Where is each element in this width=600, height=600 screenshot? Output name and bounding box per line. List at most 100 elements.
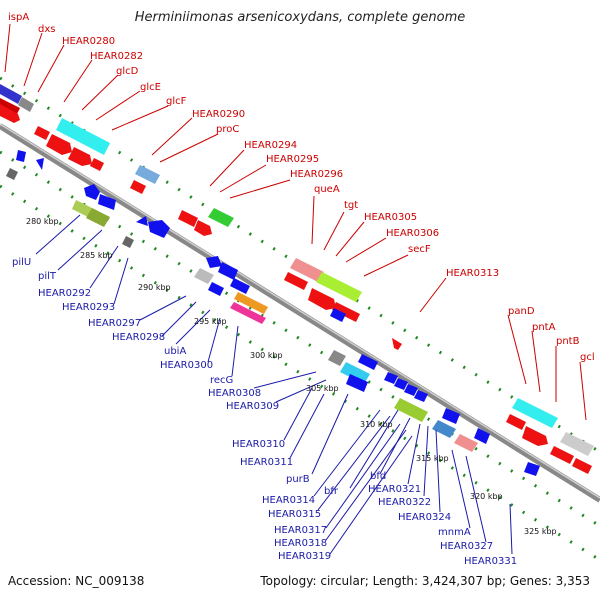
label-connector bbox=[531, 330, 541, 393]
gene-arrow-rev bbox=[230, 278, 250, 294]
gene-label: HEAR0282 bbox=[90, 51, 143, 62]
kbp-scale: 280 kbp 285 kbp 290 kbp 295 kbp 300 kbp … bbox=[26, 217, 557, 536]
gene-arrow-fwd bbox=[178, 210, 198, 227]
label-connector bbox=[311, 195, 315, 245]
gene-label: gcl bbox=[580, 352, 595, 363]
gene-label: pntB bbox=[556, 336, 580, 347]
gene-label: HEAR0327 bbox=[440, 541, 493, 552]
gene-label: HEAR0298 bbox=[112, 332, 165, 343]
genome-backbone-highlight bbox=[0, 123, 600, 499]
label-connector bbox=[111, 105, 169, 131]
bottom-connectors bbox=[35, 214, 513, 555]
gene-arrow-fwd bbox=[46, 134, 72, 155]
label-connector bbox=[289, 393, 325, 459]
label-connector bbox=[323, 211, 345, 251]
gene-label: pilT bbox=[38, 271, 57, 282]
gene-label: HEAR0317 bbox=[274, 525, 327, 536]
gene-label: HEAR0290 bbox=[192, 109, 245, 120]
gene-label: HEAR0318 bbox=[274, 538, 327, 549]
gene-label: dxs bbox=[38, 24, 55, 35]
gene-box bbox=[512, 398, 558, 428]
gene-label: HEAR0297 bbox=[88, 318, 141, 329]
gene-label: recG bbox=[210, 375, 233, 386]
gene-arrow-fwd bbox=[308, 288, 336, 310]
forward-genes bbox=[0, 104, 592, 474]
label-connector bbox=[313, 409, 381, 497]
upper-gene-boxes bbox=[0, 84, 594, 456]
gene-arrow-rev bbox=[330, 308, 346, 322]
label-connector bbox=[345, 237, 387, 263]
gene-arrow-fwd bbox=[332, 302, 360, 322]
map-title: Herminiimonas arsenicoxydans, complete g… bbox=[134, 10, 466, 25]
gene-arrow-rev bbox=[84, 184, 100, 200]
gene-label: HEAR0296 bbox=[290, 169, 343, 180]
gene-arrow-fwd bbox=[550, 446, 574, 464]
gene-label: pntA bbox=[532, 322, 556, 333]
gene-arrow-rev bbox=[148, 220, 170, 238]
gene-arrow-fwd bbox=[68, 147, 92, 166]
gene-arrow-fwd bbox=[130, 180, 146, 194]
gene-arrow-rev bbox=[346, 374, 368, 392]
gene-box bbox=[290, 258, 324, 282]
scale-tick: 295 kbp bbox=[194, 317, 227, 326]
gene-label: HEAR0310 bbox=[232, 439, 285, 450]
gene-label: glcD bbox=[116, 66, 139, 77]
gene-arrow-rev bbox=[442, 408, 460, 424]
gene-box bbox=[18, 97, 34, 112]
gene-label: bfd bbox=[370, 471, 386, 482]
label-connector bbox=[175, 309, 211, 345]
gene-arrow-rev bbox=[524, 462, 540, 476]
dotted-guide-lower bbox=[0, 184, 600, 562]
label-connector bbox=[363, 254, 409, 277]
gene-arrow-fwd bbox=[90, 158, 104, 171]
label-connector bbox=[311, 393, 349, 475]
gene-label: HEAR0314 bbox=[262, 495, 315, 506]
gene-arrow-fwd bbox=[194, 220, 212, 236]
gene-label: mnmA bbox=[438, 527, 471, 538]
gene-label: bfr bbox=[324, 486, 339, 497]
accession-text: Accession: NC_009138 bbox=[8, 574, 145, 588]
gene-arrow-rev bbox=[36, 158, 44, 170]
gene-box bbox=[6, 168, 18, 180]
label-connector bbox=[159, 133, 219, 163]
gene-label: HEAR0321 bbox=[368, 484, 421, 495]
label-connector bbox=[57, 229, 103, 271]
gene-box bbox=[394, 398, 428, 422]
label-connector bbox=[419, 277, 447, 313]
label-connector bbox=[435, 429, 441, 513]
gene-box bbox=[432, 420, 456, 438]
gene-arrow-rev bbox=[218, 262, 238, 280]
scale-tick: 280 kbp bbox=[26, 217, 59, 226]
gene-label: purB bbox=[286, 474, 310, 485]
scale-tick: 290 kbp bbox=[138, 283, 171, 292]
label-connector bbox=[23, 32, 43, 87]
label-connector bbox=[209, 149, 245, 187]
gene-box bbox=[0, 84, 22, 104]
genome-backbone bbox=[0, 123, 600, 503]
label-connector bbox=[329, 435, 413, 555]
scale-tick: 285 kbp bbox=[80, 251, 113, 260]
gene-arrow-rev bbox=[136, 216, 148, 226]
gene-label: HEAR0311 bbox=[240, 457, 293, 468]
scale-tick: 315 kbp bbox=[416, 454, 449, 463]
gene-box bbox=[234, 292, 268, 314]
label-connector bbox=[325, 423, 401, 529]
gene-box bbox=[208, 208, 234, 227]
gene-arrow-rev bbox=[208, 282, 224, 296]
gene-label: HEAR0280 bbox=[62, 36, 115, 47]
gene-arrow-rev bbox=[474, 428, 490, 444]
gene-label: ubiA bbox=[164, 346, 186, 357]
label-connector bbox=[139, 295, 187, 321]
gene-arrow-fwd bbox=[0, 104, 20, 123]
gene-label: tgt bbox=[344, 200, 358, 211]
gene-box bbox=[0, 98, 20, 116]
gene-arrow-rev bbox=[394, 378, 408, 390]
gene-box bbox=[454, 434, 478, 452]
gene-box bbox=[122, 236, 134, 248]
label-connector bbox=[379, 417, 411, 475]
gene-box bbox=[86, 208, 110, 227]
gene-label: HEAR0331 bbox=[464, 556, 517, 567]
gene-arrow-rev bbox=[358, 354, 378, 370]
gene-box bbox=[135, 165, 160, 184]
